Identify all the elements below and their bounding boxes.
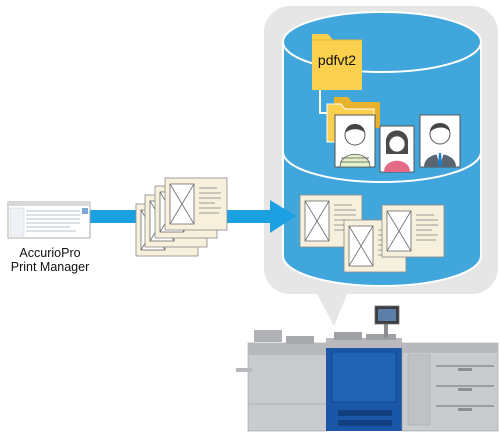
folder-connector (319, 90, 329, 114)
software-name-line2: Print Manager (10, 260, 90, 274)
software-name-label: AccurioPro Print Manager (2, 246, 98, 274)
sent-documents-icon (135, 177, 228, 257)
person-card-businessman-icon (419, 114, 461, 168)
person-card-woman-icon (379, 125, 415, 173)
folder-pdfvt2-icon: pdfvt2 (312, 34, 362, 90)
software-window-icon (7, 201, 91, 239)
person-card-man-striped-icon (334, 114, 376, 168)
software-name-line1: AccurioPro (19, 246, 81, 260)
folder-label: pdfvt2 (318, 52, 356, 68)
production-printer-icon (236, 305, 499, 432)
